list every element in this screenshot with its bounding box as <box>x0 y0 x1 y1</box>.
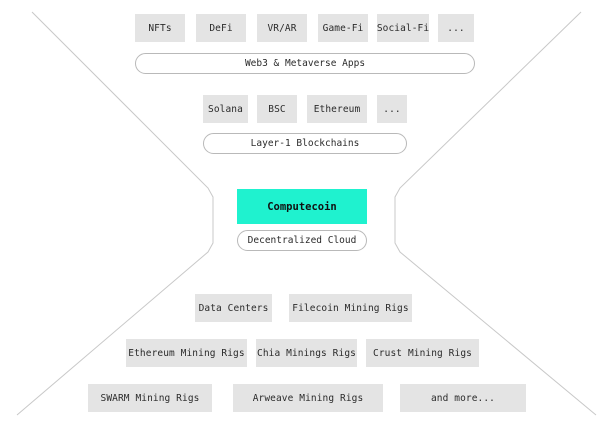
provider-data-centers: Data Centers <box>195 294 272 322</box>
provider-more: and more... <box>400 384 526 412</box>
chain-box-bsc: BSC <box>257 95 297 123</box>
right-outline-line <box>394 11 597 416</box>
provider-chia: Chia Minings Rigs <box>256 339 357 367</box>
app-box-socialfi: Social-Fi <box>377 14 429 42</box>
apps-layer-label: Web3 & Metaverse Apps <box>135 53 475 74</box>
chain-box-ethereum: Ethereum <box>307 95 367 123</box>
app-box-gamefi: Game-Fi <box>318 14 368 42</box>
provider-ethereum: Ethereum Mining Rigs <box>126 339 247 367</box>
computecoin-box: Computecoin <box>237 189 367 224</box>
provider-swarm: SWARM Mining Rigs <box>88 384 212 412</box>
left-outline-line <box>16 11 214 416</box>
decentralized-cloud-label: Decentralized Cloud <box>237 230 367 251</box>
blockchains-layer-label: Layer-1 Blockchains <box>203 133 407 154</box>
provider-arweave: Arweave Mining Rigs <box>233 384 383 412</box>
app-box-vrar: VR/AR <box>257 14 307 42</box>
chain-box-solana: Solana <box>203 95 248 123</box>
app-box-more: ... <box>438 14 474 42</box>
provider-crust: Crust Mining Rigs <box>366 339 479 367</box>
provider-filecoin: Filecoin Mining Rigs <box>289 294 412 322</box>
app-box-nfts: NFTs <box>135 14 185 42</box>
chain-box-more: ... <box>377 95 407 123</box>
app-box-defi: DeFi <box>196 14 246 42</box>
